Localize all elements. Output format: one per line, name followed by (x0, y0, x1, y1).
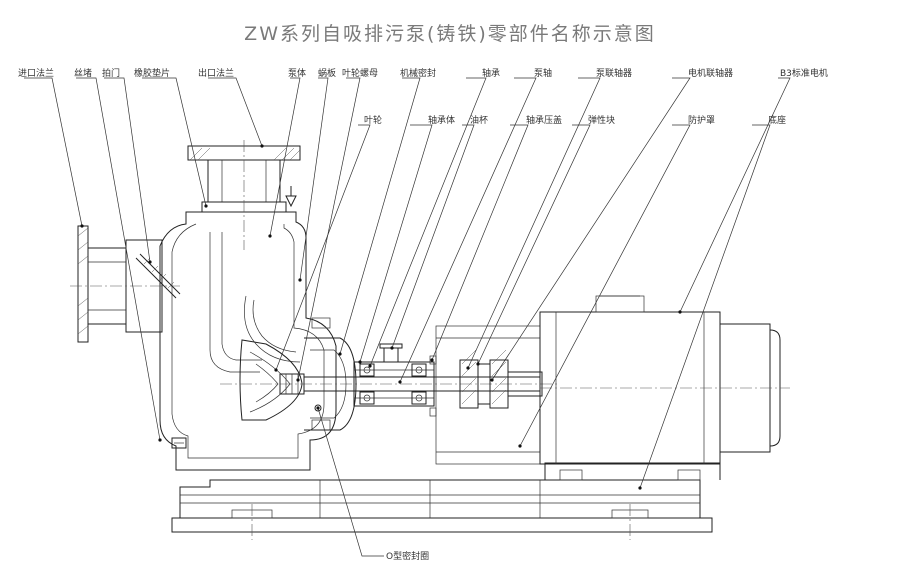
label-guard: 防护罩 (688, 114, 715, 126)
impeller (220, 339, 560, 421)
base-frame (171, 462, 721, 540)
leader-lines (24, 77, 791, 557)
label-bearing: 轴承 (482, 67, 500, 79)
label-o-ring: O型密封圈 (386, 550, 429, 562)
label-oil-cup: 油杯 (470, 114, 488, 126)
label-pump-coupling: 泵联轴器 (596, 67, 632, 79)
label-impeller: 叶轮 (364, 114, 382, 126)
label-rubber-gasket: 橡胶垫片 (134, 67, 170, 79)
part-labels: 进口法兰 丝堵 拍门 橡胶垫片 出口法兰 泵体 蜗板 叶轮螺母 机械密封 轴承 … (18, 67, 828, 562)
label-bearing-cover: 轴承压盖 (526, 114, 562, 126)
label-base: 底座 (768, 114, 786, 126)
motor (539, 295, 790, 465)
pump-body (159, 140, 337, 471)
label-wire-plug: 丝堵 (74, 67, 92, 79)
diagram-title: ZW系列自吸排污泵(铸铁)零部件名称示意图 (244, 23, 656, 45)
label-pump-body: 泵体 (288, 67, 306, 79)
label-impeller-nut: 叶轮螺母 (342, 67, 378, 79)
shaft-bearing-assembly (303, 325, 543, 465)
label-motor-coupling: 电机联轴器 (688, 67, 733, 79)
label-elastic-block: 弹性块 (588, 114, 615, 126)
label-inlet-flange: 进口法兰 (18, 67, 54, 79)
label-bearing-body: 轴承体 (428, 114, 455, 126)
label-flap-valve: 拍门 (102, 67, 120, 79)
label-mech-seal: 机械密封 (400, 67, 436, 79)
label-pump-shaft: 泵轴 (534, 67, 552, 79)
label-b3-motor: B3标准电机 (780, 67, 828, 79)
label-outlet-flange: 出口法兰 (198, 67, 234, 79)
label-volute: 蜗板 (318, 67, 336, 79)
